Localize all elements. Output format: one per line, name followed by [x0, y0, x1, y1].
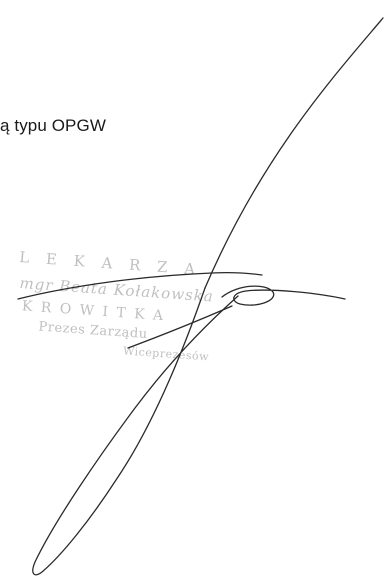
stamp-line: Prezes Zarządu [38, 319, 149, 343]
official-stamp: L E K A R Z A mgr Beata Kołakowska K R O… [11, 248, 369, 402]
stamp-line: Wiceprezesów [122, 344, 210, 364]
signature-stroke [204, 17, 384, 289]
stamp-line: L E K A R Z A [18, 248, 202, 279]
body-text-fragment: ą typu OPGW [0, 116, 106, 135]
